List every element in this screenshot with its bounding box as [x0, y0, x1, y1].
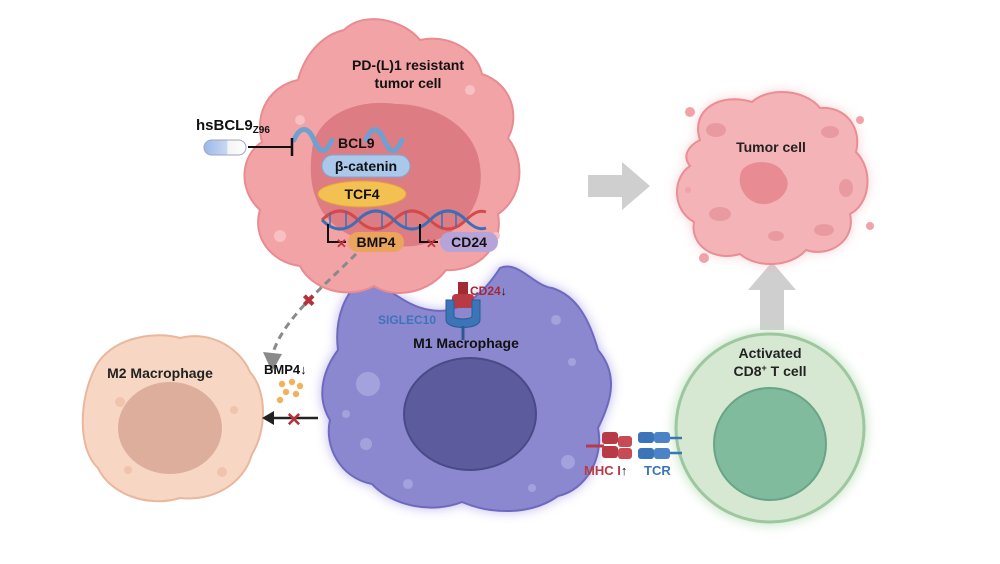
drug-label: hsBCL9Z96	[196, 117, 270, 136]
t-cell-label-line1: Activated	[738, 345, 801, 361]
m1-macrophage-label: M1 Macrophage	[413, 335, 519, 351]
beta-catenin-shape	[321, 154, 411, 178]
tumor-title-line1: PD-(L)1 resistant	[352, 57, 464, 73]
m2-macrophage-label: M2 Macrophage	[107, 365, 213, 381]
bmp4-secreted-label: BMP4↓	[264, 362, 307, 377]
grey-arrow-up	[748, 262, 796, 330]
tumor-title-line2: tumor cell	[375, 75, 442, 91]
bmp4-dashed-arrow	[270, 252, 358, 357]
bmp4-particles	[276, 378, 304, 404]
siglec10-label: SIGLEC10	[378, 313, 436, 327]
tcf4-label: TCF4	[345, 186, 380, 202]
resistant-tumor-cell: PD-(L)1 resistant tumor cell BCL9 β-cate…	[243, 18, 521, 294]
dna-helix	[320, 209, 487, 231]
mhc-tcr-interaction: MHC I↑ TCR	[584, 432, 682, 478]
cd24-surface-label: CD24↓	[470, 284, 507, 298]
beta-catenin-label: β-catenin	[335, 158, 397, 174]
m2-macrophage: M2 Macrophage	[81, 334, 264, 503]
hsbcl9-drug: hsBCL9Z96	[196, 117, 294, 156]
m1-to-m2-blocked-arrow: ✕	[262, 410, 318, 431]
tumor-cell-label: Tumor cell	[736, 139, 806, 155]
t-cell-nucleus	[713, 387, 827, 501]
mhc-label: MHC I↑	[584, 463, 627, 478]
dead-tumor-cell: Tumor cell	[676, 91, 874, 266]
tcr-label: TCR	[644, 463, 671, 478]
cd24-block-x: ✕	[426, 236, 437, 251]
m1-to-m2-block-x: ✕	[286, 410, 302, 431]
m1-nucleus	[403, 357, 537, 471]
dashed-arrow-block-x: ✖	[302, 293, 315, 310]
bcl9-helix	[291, 127, 405, 153]
m1-macrophage: M1 Macrophage	[321, 265, 612, 513]
tcf4-shape	[317, 180, 407, 208]
bmp4-block-x: ✕	[336, 236, 347, 251]
cd24-gene-shape	[440, 232, 498, 252]
cd24-gene-label: CD24	[451, 234, 487, 250]
pill-icon	[203, 139, 247, 156]
cd24-siglec10-interaction: CD24↓ SIGLEC10	[378, 282, 507, 340]
bmp4-gene-shape	[348, 232, 404, 252]
bmp4-gene-label: BMP4	[357, 234, 396, 250]
t-cell-label-line2: CD8+ T cell	[734, 363, 807, 379]
grey-arrow-right	[588, 162, 650, 210]
cd8-t-cell: Activated CD8+ T cell	[672, 330, 868, 526]
bcl9-label: BCL9	[338, 135, 375, 151]
